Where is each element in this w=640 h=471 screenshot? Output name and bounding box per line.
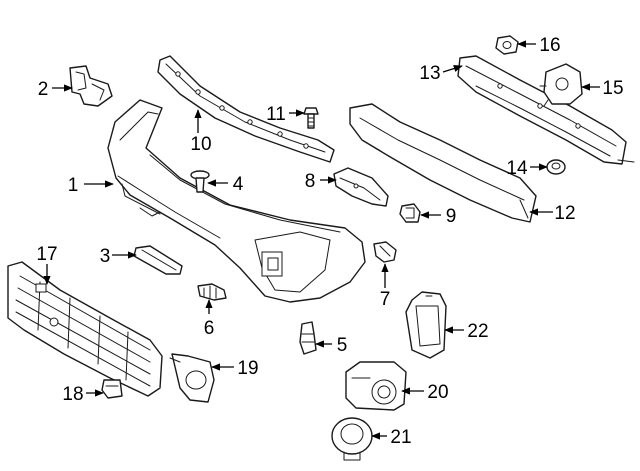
lamp-bezel	[169, 353, 215, 403]
leader-13	[442, 64, 463, 73]
bolt	[303, 107, 319, 129]
callout-10: 10	[190, 134, 211, 155]
flange-nut-16	[495, 35, 519, 55]
reinforcement-bar	[457, 55, 635, 165]
upper-bracket	[69, 65, 113, 107]
callout-13: 13	[419, 63, 440, 84]
callout-21: 21	[390, 427, 411, 448]
callout-labels: 1 2 3 4 5 6 7 8 9 10 11 12 13 14 15 16 1…	[36, 35, 623, 448]
callout-15: 15	[602, 78, 623, 99]
callout-16: 16	[539, 35, 560, 56]
leader-lines	[43, 40, 600, 440]
callout-1: 1	[68, 175, 79, 196]
callout-2: 2	[38, 79, 49, 100]
parking-sensor	[345, 361, 407, 411]
lamp-bulb-5	[299, 321, 317, 355]
clip	[190, 170, 210, 193]
lamp-bulb-6	[197, 283, 227, 301]
energy-absorber	[349, 103, 537, 223]
callout-6: 6	[204, 318, 215, 339]
sensor-retainer	[405, 291, 447, 359]
callout-18: 18	[62, 384, 83, 405]
callout-19: 19	[237, 358, 258, 379]
callout-17: 17	[36, 244, 57, 265]
sensor-clip	[399, 203, 421, 223]
callout-11: 11	[266, 104, 286, 125]
callout-22: 22	[467, 321, 488, 342]
grille-clip	[101, 379, 123, 399]
callout-14: 14	[506, 158, 528, 179]
side-bracket	[333, 167, 389, 207]
callout-8: 8	[305, 171, 316, 192]
grille	[7, 261, 163, 397]
bumper-cover	[107, 99, 366, 303]
callout-12: 12	[554, 203, 575, 224]
callout-5: 5	[337, 335, 348, 356]
mounting-bracket	[539, 63, 583, 107]
callout-3: 3	[100, 246, 111, 267]
lamp-bulb-7	[373, 241, 397, 263]
upper-support	[157, 55, 335, 163]
callout-7: 7	[380, 289, 391, 310]
callout-9: 9	[446, 206, 457, 227]
callout-20: 20	[427, 382, 448, 403]
callout-4: 4	[233, 174, 244, 195]
reflector-strip	[133, 245, 183, 275]
sensor-holder	[331, 417, 373, 461]
flange-nut-14	[546, 159, 566, 175]
